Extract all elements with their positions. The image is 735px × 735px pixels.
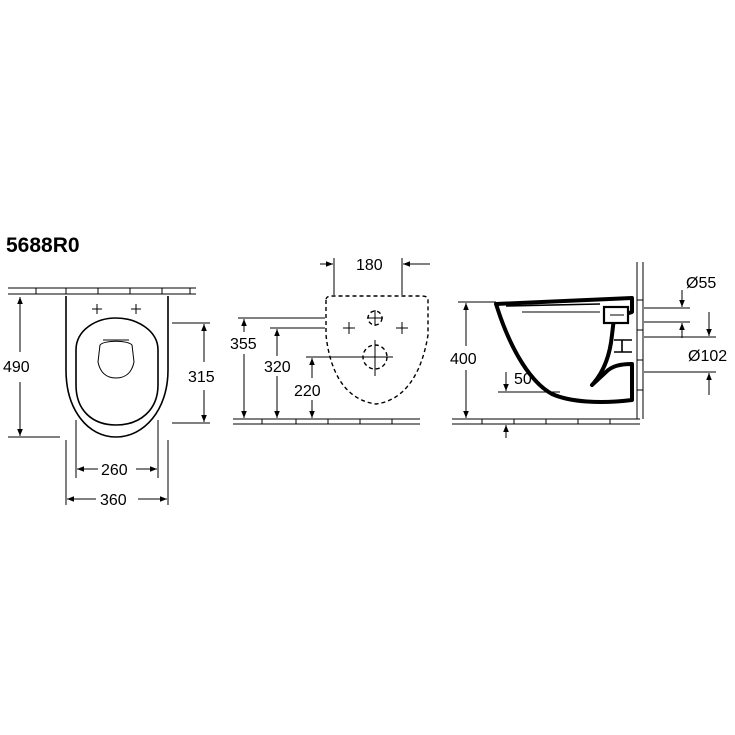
seat-opening xyxy=(75,317,159,426)
side-view-floor xyxy=(452,418,640,425)
dim-height-3: 220 xyxy=(294,383,321,400)
dim-outlet-height: 50 xyxy=(514,371,532,388)
dim-outer-width: 360 xyxy=(100,492,127,509)
dim-height-1: 355 xyxy=(230,336,257,353)
bowl-dashed-outline xyxy=(325,295,429,405)
top-view-wall xyxy=(8,287,196,295)
model-code: 5688R0 xyxy=(6,234,80,257)
top-view: 490 315 260 360 xyxy=(3,287,215,509)
wall-view-floor xyxy=(233,418,420,425)
wall-view: 180 355 320 220 xyxy=(230,257,430,425)
bowl-outline xyxy=(65,296,169,438)
dim-height-2: 320 xyxy=(264,359,291,376)
dim-inlet-diameter: Ø55 xyxy=(686,275,716,292)
dim-outlet-diameter: Ø102 xyxy=(688,348,727,365)
bowl-section xyxy=(494,296,634,404)
dim-seat-depth: 315 xyxy=(188,369,215,386)
fixing-hole-right xyxy=(131,304,141,314)
dim-depth: 490 xyxy=(3,359,30,376)
dim-inner-width: 260 xyxy=(101,462,128,479)
fixing-hole-left xyxy=(92,304,102,314)
side-view: 400 50 Ø55 Ø102 xyxy=(450,262,727,438)
dim-fixing-spacing: 180 xyxy=(356,257,383,274)
dim-rim-height: 400 xyxy=(450,351,477,368)
fixing-crosses xyxy=(343,310,408,376)
inner-bowl xyxy=(97,340,135,379)
